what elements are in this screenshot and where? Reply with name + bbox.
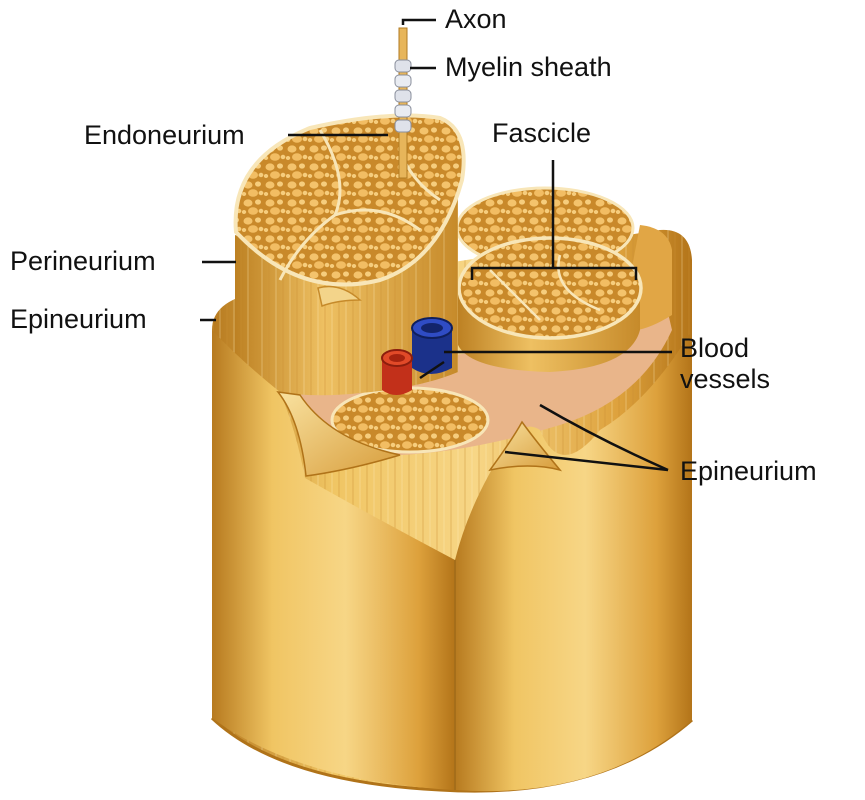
label-endoneurium: Endoneurium	[84, 120, 245, 151]
label-myelin-sheath: Myelin sheath	[445, 52, 612, 83]
myelin-sheath-segments	[395, 60, 411, 132]
label-epineurium-inner: Epineurium	[680, 456, 817, 487]
axon-fiber	[399, 28, 407, 178]
vein	[412, 318, 452, 374]
label-blood-vessels: Blood vessels	[680, 333, 770, 395]
label-blood-vessels-line1: Blood	[680, 333, 770, 364]
label-blood-vessels-line2: vessels	[680, 364, 770, 395]
label-axon: Axon	[445, 4, 507, 35]
label-fascicle: Fascicle	[492, 118, 591, 149]
label-epineurium-outer: Epineurium	[10, 304, 147, 335]
label-perineurium: Perineurium	[10, 246, 156, 277]
artery	[382, 350, 412, 395]
